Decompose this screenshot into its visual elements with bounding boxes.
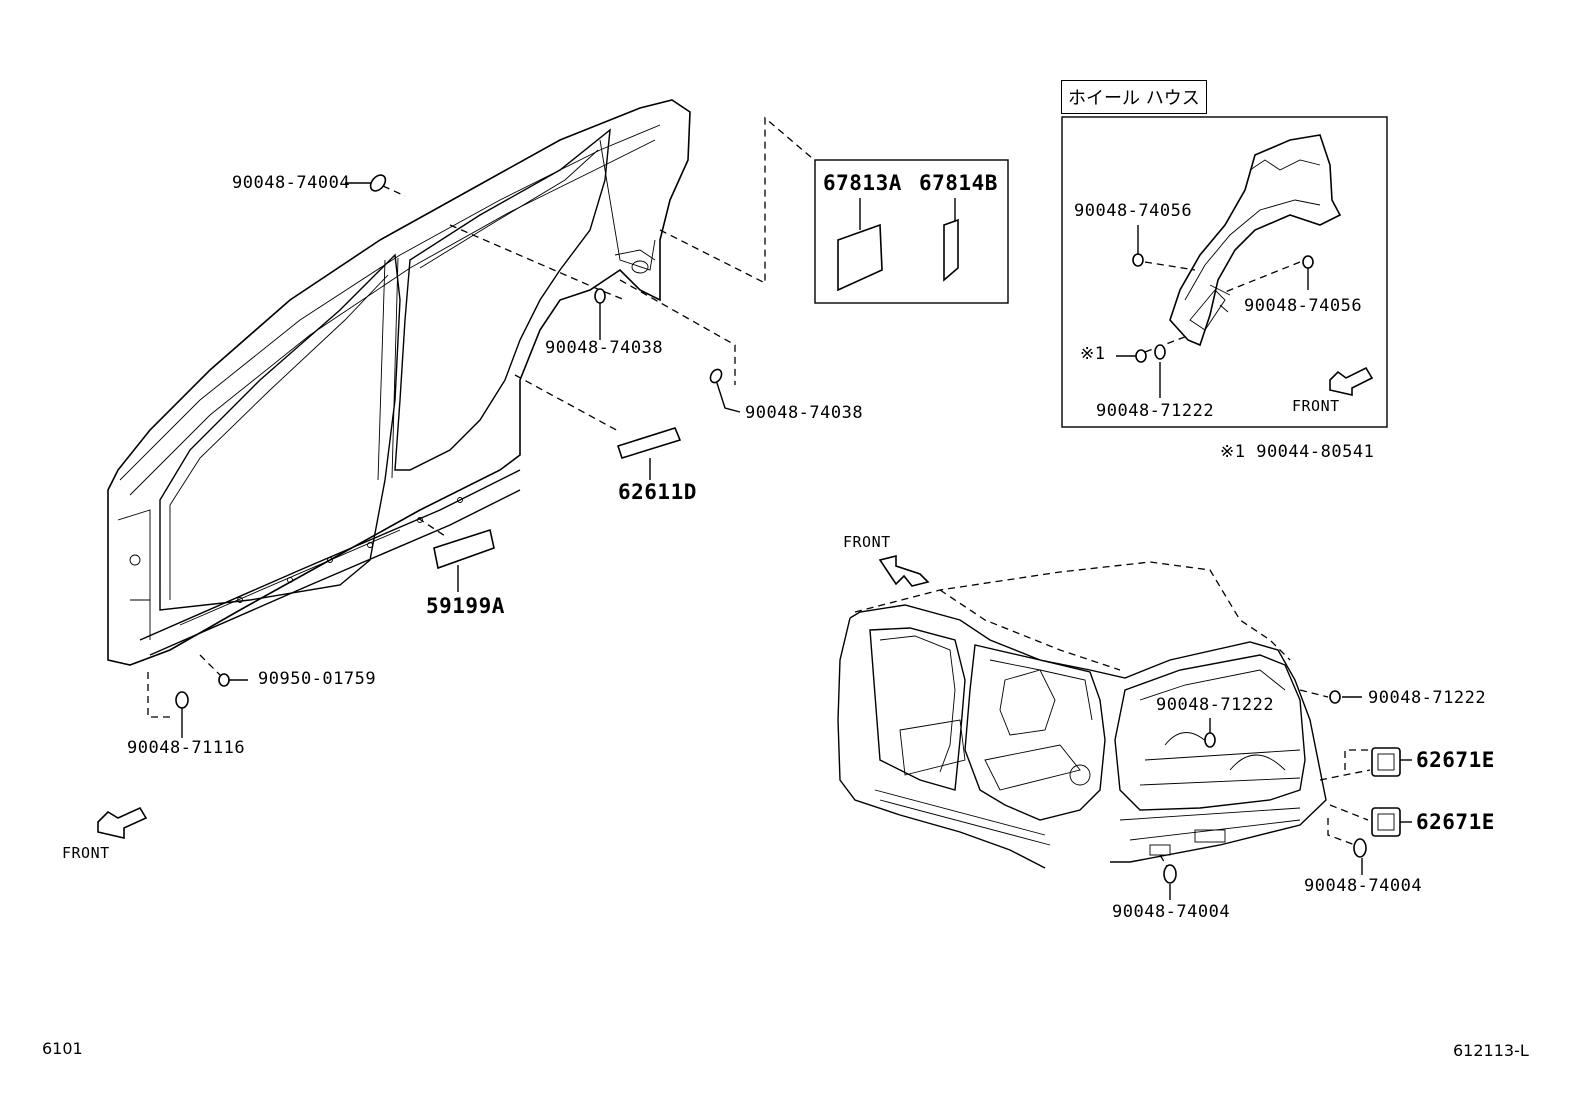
- label-car-plug-right: 90048-71222: [1368, 688, 1487, 708]
- plug-icon: [709, 368, 723, 384]
- plug-icon: [1353, 838, 1367, 858]
- figure-code: 612113-L: [1453, 1041, 1529, 1060]
- pad-icon: [837, 223, 883, 292]
- label-plug-pillar-a: 90048-74038: [545, 338, 664, 358]
- label-plug-pillar-b: 90048-74038: [745, 403, 864, 423]
- pad-icon: [943, 218, 959, 282]
- sheet-number: 6101: [42, 1039, 83, 1058]
- label-wh-plug-bottom: 90048-71222: [1096, 401, 1215, 421]
- plug-icon: [175, 691, 189, 709]
- label-part-62671E-lower: 62671E: [1416, 810, 1495, 834]
- front-arrow-icon: [1329, 366, 1374, 397]
- front-label-car: FRONT: [843, 533, 891, 551]
- wheel-house-box: [1061, 116, 1388, 428]
- front-arrow-icon: [97, 806, 148, 840]
- front-label-wheel-house: FRONT: [1292, 397, 1340, 415]
- plug-icon: [1132, 253, 1144, 267]
- label-car-plug-bottom-right: 90048-74004: [1304, 876, 1423, 896]
- plug-icon: [1154, 344, 1166, 360]
- label-note-mark: ※1: [1080, 344, 1106, 364]
- label-part-62611D: 62611D: [618, 480, 697, 504]
- pad-icon: [1371, 747, 1401, 777]
- front-arrow-icon: [878, 554, 930, 587]
- plug-icons-left: [175, 174, 723, 709]
- plug-icon: [1135, 349, 1147, 363]
- label-car-plug-inner: 90048-71222: [1156, 695, 1275, 715]
- label-part-62671E-upper: 62671E: [1416, 748, 1495, 772]
- pad-icon: [433, 528, 495, 570]
- label-plug-top-left: 90048-74004: [232, 173, 351, 193]
- body-side-panel: [107, 99, 691, 666]
- label-plug-sill: 90950-01759: [258, 669, 377, 689]
- label-wh-plug-right: 90048-74056: [1244, 296, 1363, 316]
- label-car-plug-bottom: 90048-74004: [1112, 902, 1231, 922]
- front-label-left: FRONT: [62, 844, 110, 862]
- plug-icon: [369, 174, 387, 192]
- label-wh-plug-upper: 90048-74056: [1074, 201, 1193, 221]
- plug-icon: [1204, 732, 1216, 748]
- label-part-67813A: 67813A: [823, 171, 902, 195]
- label-plug-lower-left: 90048-71116: [127, 738, 246, 758]
- label-box-67813: [814, 159, 1009, 304]
- leader-lines-left: [147, 116, 813, 738]
- plug-icon: [1302, 255, 1314, 269]
- plug-icon: [1329, 690, 1341, 704]
- pad-icon: [1371, 807, 1401, 837]
- plug-icon: [1163, 864, 1177, 884]
- pad-icon: [616, 427, 682, 459]
- pads-left: [433, 427, 682, 570]
- wheel-house-title: ホイール ハウス: [1061, 80, 1207, 114]
- plug-icon: [594, 288, 606, 304]
- plug-icon: [218, 673, 230, 687]
- car-body: [837, 554, 1412, 900]
- note-text: ※1 90044-80541: [1220, 442, 1375, 462]
- label-part-67814B: 67814B: [919, 171, 998, 195]
- label-part-59199A: 59199A: [426, 594, 505, 618]
